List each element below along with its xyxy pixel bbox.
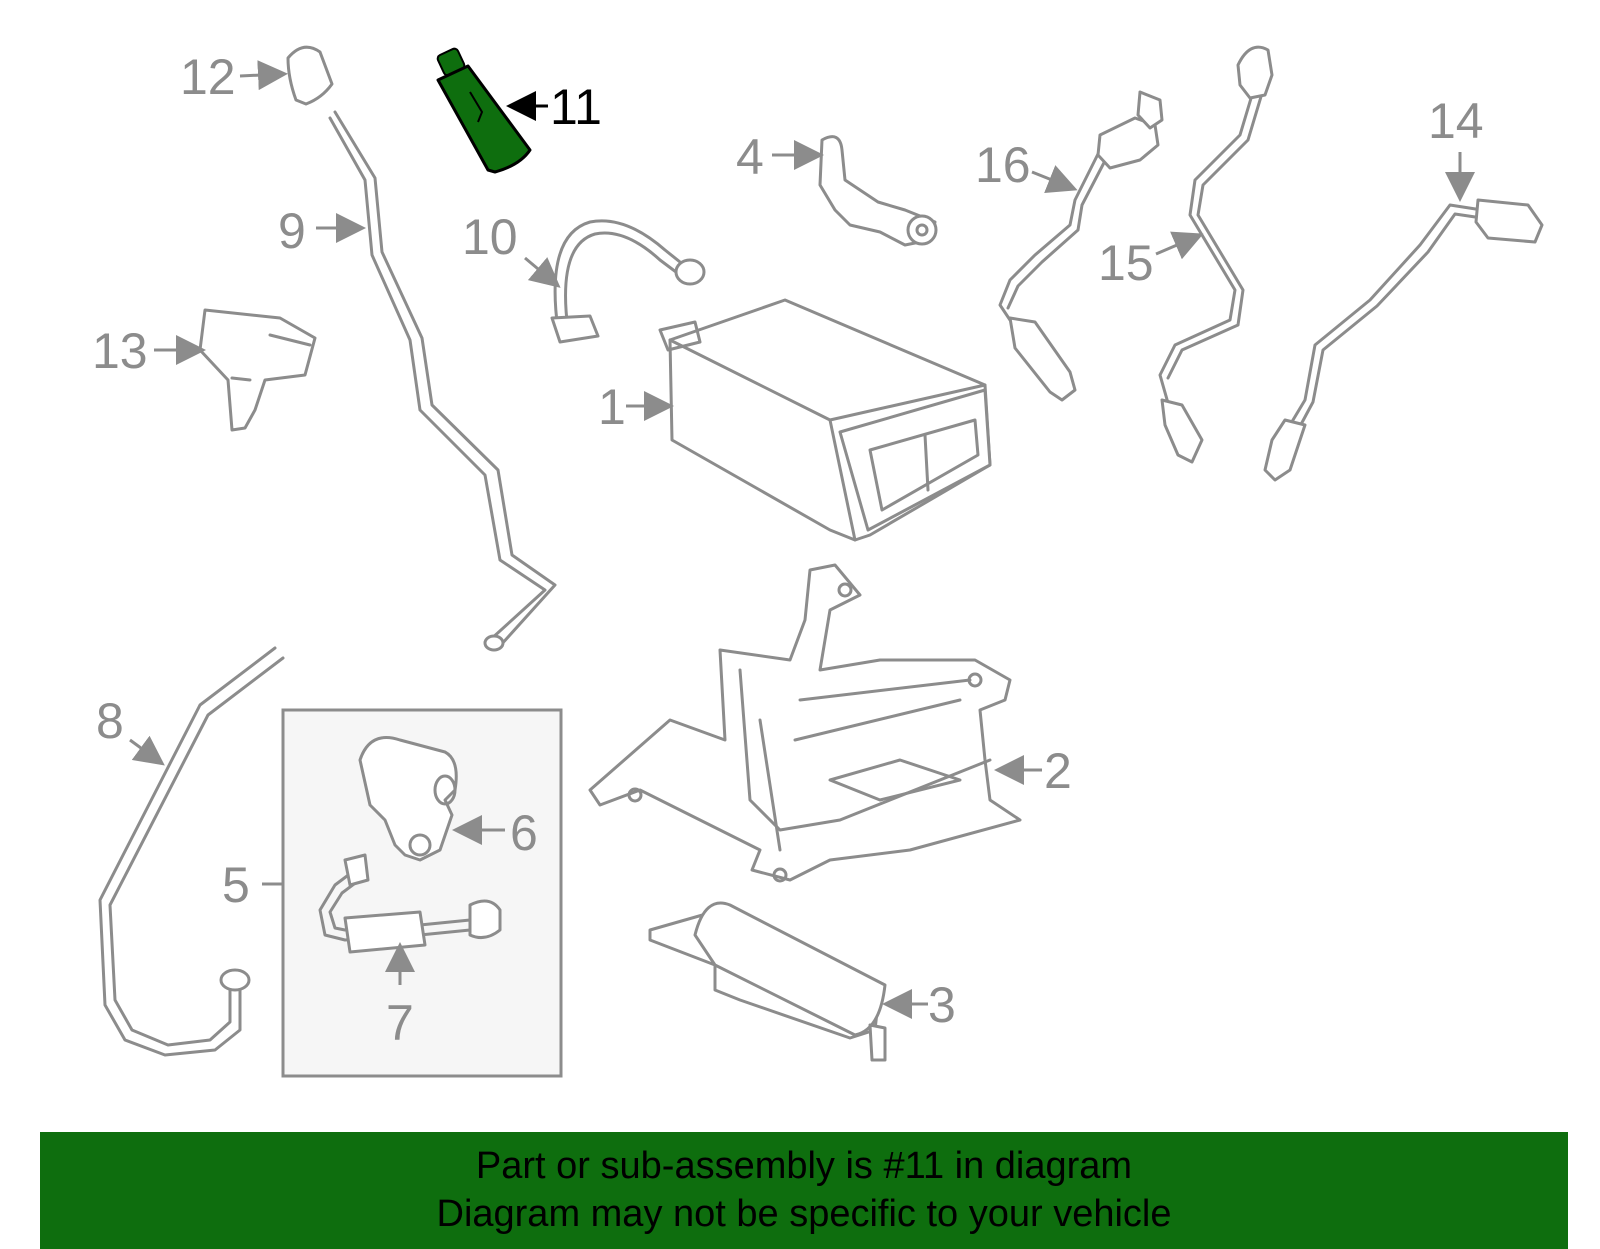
leader-10 [524, 256, 561, 288]
callout-5[interactable]: 5 [222, 857, 250, 913]
callout-3[interactable]: 3 [928, 977, 956, 1033]
part-10-hose[interactable] [550, 219, 706, 344]
part-11-filter[interactable] [436, 47, 532, 174]
part-2-bracket[interactable] [588, 563, 1022, 883]
callout-11[interactable]: 11 [550, 79, 602, 135]
part-13-sensor[interactable] [198, 308, 317, 432]
part-8-hose[interactable] [98, 646, 285, 1057]
part-14-sensor[interactable] [1263, 198, 1544, 482]
part-16-sensor[interactable] [998, 90, 1164, 402]
callout-2[interactable]: 2 [1044, 743, 1072, 799]
part-15-sensor[interactable] [1158, 45, 1274, 464]
info-banner: Part or sub-assembly is #11 in diagram D… [40, 1132, 1568, 1249]
part-9-hose[interactable] [328, 110, 557, 652]
callout-8[interactable]: 8 [96, 693, 124, 749]
callout-4[interactable]: 4 [736, 129, 764, 185]
callout-6[interactable]: 6 [510, 805, 538, 861]
leader-lines [129, 60, 1475, 1019]
part-4-bracket[interactable] [818, 135, 938, 247]
part-6-valve[interactable] [358, 736, 458, 862]
leader-12 [239, 60, 288, 91]
callout-16[interactable]: 16 [975, 137, 1031, 193]
callout-14[interactable]: 14 [1428, 93, 1484, 149]
callout-numbers: 12 11 9 13 10 4 1 16 15 14 2 6 5 7 8 3 [92, 49, 1484, 1051]
leader-15 [1155, 231, 1204, 260]
part-12-cap[interactable] [286, 45, 334, 106]
part-1-canister[interactable] [658, 298, 992, 542]
callout-7[interactable]: 7 [386, 995, 414, 1051]
callout-13[interactable]: 13 [92, 323, 148, 379]
callout-15[interactable]: 15 [1098, 235, 1154, 291]
part-3-filter[interactable] [648, 901, 887, 1062]
callout-9[interactable]: 9 [278, 203, 306, 259]
leader-16 [1031, 165, 1078, 194]
callout-1[interactable]: 1 [598, 379, 626, 435]
banner-line-1: Part or sub-assembly is #11 in diagram [475, 1145, 1133, 1187]
leader-8 [129, 735, 165, 766]
banner-line-2: Diagram may not be specific to your vehi… [436, 1193, 1172, 1235]
callout-10[interactable]: 10 [462, 209, 518, 265]
callout-12[interactable]: 12 [180, 49, 236, 105]
